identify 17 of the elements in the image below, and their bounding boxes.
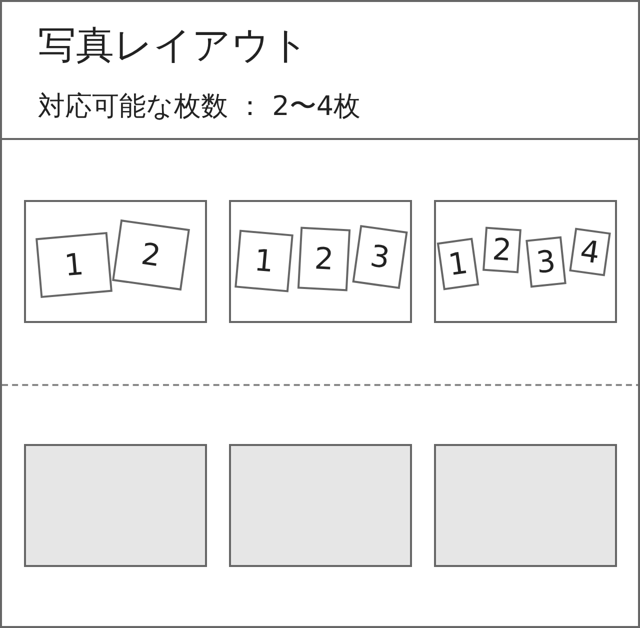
photo-card: 3 (352, 224, 408, 290)
layout-frame (229, 200, 412, 323)
photo-card: 1 (36, 232, 112, 298)
photo-card: 4 (569, 228, 611, 276)
layout-frame (434, 200, 617, 323)
placeholder-panel (229, 444, 412, 567)
photo-card: 2 (482, 226, 522, 274)
layout-frame (24, 200, 207, 323)
subtitle: 対応可能な枚数 ： 2〜4枚 (38, 90, 361, 124)
photo-card: 1 (436, 238, 480, 290)
title: 写真レイアウト (38, 22, 309, 69)
placeholder-panel (24, 444, 207, 567)
photo-card: 3 (526, 236, 566, 288)
photo-card: 2 (112, 219, 190, 291)
photo-card: 2 (297, 226, 351, 292)
photo-card: 1 (234, 230, 294, 292)
placeholder-panel (434, 444, 617, 567)
